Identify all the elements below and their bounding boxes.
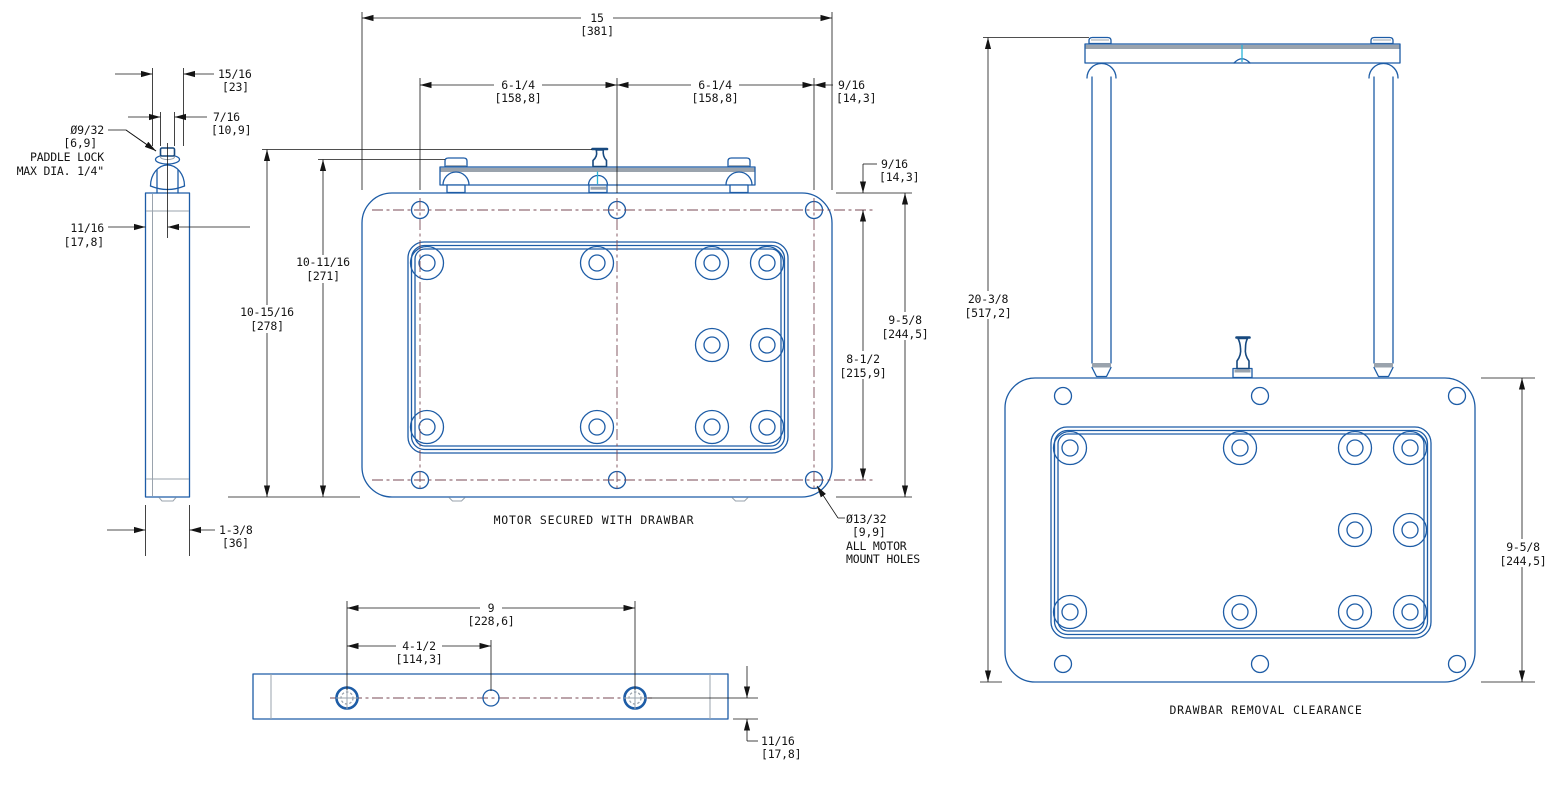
note-line2: [6,9]: [63, 136, 97, 150]
view-caption-motor-secured: MOTOR SECURED WITH DRAWBAR: [494, 513, 695, 527]
drawbar-top-geometry: [252, 673, 729, 720]
dim-mm: [14,3]: [879, 170, 919, 184]
drawbar-rod-left: [1091, 76, 1112, 378]
dim-value: 20-3/8: [968, 292, 1009, 306]
view-motor-secured: 15 [381] 6-1/4 [158,8] 6-1/4 [158,8] 9/1…: [228, 11, 931, 566]
motor-mount-holes: [409, 245, 785, 445]
note-line1: Ø9/32: [70, 123, 104, 137]
dim-value: 11/16: [70, 221, 104, 235]
dim-mm: [517,2]: [964, 306, 1011, 320]
dim-drawbar-neck-width: 7/16 [10,9]: [128, 110, 252, 146]
note-line1: Ø13/32: [846, 512, 886, 526]
dim-plate-height: 9-5/8 [244,5]: [836, 192, 931, 498]
dim-hole-span-left: 6-1/4 [158,8]: [419, 78, 618, 193]
clearance-plate-geometry: [1004, 377, 1476, 683]
dim-mm: [158,8]: [691, 91, 738, 105]
dim-plate-height: 9-5/8 [244,5]: [1481, 377, 1551, 683]
dim-value: 1-3/8: [219, 523, 253, 537]
dim-drawbar-top-width: 15/16 [23]: [115, 67, 252, 146]
dim-mm: [17,8]: [64, 235, 104, 249]
dim-value: 6-1/4: [698, 78, 732, 92]
dim-value: 9: [488, 601, 495, 615]
dim-mm: [114,3]: [395, 652, 442, 666]
note-line2: [9,9]: [852, 525, 886, 539]
dim-edge-offset-top: 9/16 [14,3]: [813, 78, 877, 105]
dim-value: 7/16: [213, 110, 240, 124]
note-line3: ALL MOTOR: [846, 539, 907, 553]
dim-mm: [10,9]: [211, 123, 251, 137]
drawbar-assembly-geometry: [439, 147, 756, 194]
view-drawbar-side: 15/16 [23] 7/16 [10,9] Ø9/32 [6,9] PADDL…: [17, 67, 253, 556]
dim-edge-offset-right: 9/16 [14,3]: [836, 157, 920, 194]
dim-mm: [278]: [250, 319, 284, 333]
dim-mm: [244,5]: [1499, 554, 1546, 568]
dim-mm: [158,8]: [494, 91, 541, 105]
dim-mm: [244,5]: [881, 327, 928, 341]
dim-mm: [228,6]: [467, 614, 514, 628]
dim-hole-span-right: 6-1/4 [158,8]: [616, 78, 815, 190]
dim-value: 10-11/16: [296, 255, 350, 269]
dim-mm: [215,9]: [839, 366, 886, 380]
drawbar-rod-right: [1373, 76, 1394, 378]
dim-mm: [36]: [222, 536, 249, 550]
dim-clearance-height: 20-3/8 [517,2]: [961, 37, 1089, 683]
drawbar-bolt-left: [444, 157, 468, 168]
note-line4: MAX DIA. 1/4": [17, 164, 104, 178]
note-line4: MOUNT HOLES: [846, 552, 920, 566]
dim-value: 9/16: [838, 78, 865, 92]
dim-value: 9-5/8: [888, 313, 922, 327]
view-drawbar-removal-clearance: 20-3/8 [517,2] 9-5/8 [244,5] DRAWBAR REM…: [961, 36, 1551, 717]
dim-value: 15: [590, 11, 603, 25]
dim-mm: [271]: [306, 269, 340, 283]
motor-face-plate: [407, 241, 789, 454]
dim-hole-span-vertical: 8-1/2 [215,9]: [838, 209, 888, 480]
dim-value: 6-1/4: [501, 78, 535, 92]
dim-bar-thickness: 11/16 [17,8]: [648, 666, 802, 761]
drawbar-clamp-bar: [1084, 43, 1401, 64]
note-motor-mount-holes: Ø13/32 [9,9] ALL MOTOR MOUNT HOLES: [816, 485, 920, 566]
dim-rod-spacing: 9 [228,6]: [346, 601, 636, 690]
dim-value: 10-15/16: [240, 305, 294, 319]
mount-plate-geometry: [361, 192, 833, 502]
dim-drawbar-bottom-width: 1-3/8 [36]: [107, 505, 253, 556]
view-drawbar-top: 9 [228,6] 4-1/2 [114,3] 11/16 [17,8]: [252, 601, 802, 761]
dim-value: 8-1/2: [846, 352, 880, 366]
drawbar-bolt-right: [727, 157, 751, 168]
dim-height-to-knob: 10-15/16 [278]: [228, 149, 592, 498]
dim-value: 9-5/8: [1506, 540, 1540, 554]
paddle-knob: [1232, 336, 1253, 379]
note-line3: PADDLE LOCK: [30, 150, 104, 164]
note-paddle-lock: Ø9/32 [6,9] PADDLE LOCK MAX DIA. 1/4": [17, 123, 157, 178]
threaded-hole-right: [623, 686, 647, 710]
threaded-hole-left: [335, 686, 359, 710]
dim-value: 4-1/2: [402, 639, 436, 653]
dim-value: 9/16: [881, 157, 908, 171]
dim-knob-offset: 4-1/2 [114,3]: [346, 639, 492, 691]
dim-overall-width: 15 [381]: [361, 11, 833, 190]
clearance-drawbar-geometry: [1084, 36, 1401, 379]
view-caption-clearance: DRAWBAR REMOVAL CLEARANCE: [1169, 703, 1362, 717]
dim-mm: [381]: [580, 24, 614, 38]
dim-drawbar-thickness: 11/16 [17,8]: [64, 143, 250, 249]
dim-mm: [14,3]: [836, 91, 876, 105]
dim-height-to-bar: 10-11/16 [271]: [294, 159, 445, 497]
motor-mount-holes: [1052, 430, 1428, 630]
paddle-knob: [592, 149, 608, 168]
dim-value: 15/16: [218, 67, 252, 81]
centerlines: [372, 198, 874, 492]
dim-value: 11/16: [761, 734, 795, 748]
drawbar-bar-top-band: [440, 167, 755, 172]
dim-mm: [17,8]: [761, 747, 801, 761]
dim-mm: [23]: [222, 80, 249, 94]
motor-face-plate: [1050, 426, 1432, 639]
